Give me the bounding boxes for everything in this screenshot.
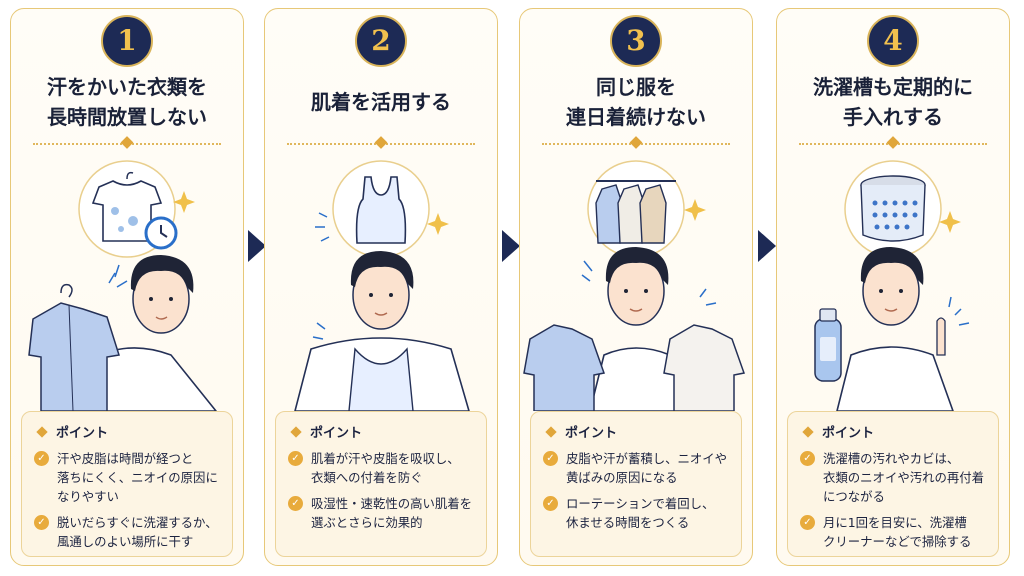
diamond-icon [36,425,48,438]
diamond-ornament [629,136,643,149]
step-title: 同じ服を 連日着続けない [520,69,752,135]
point-text: 脱いだらすぐに洗濯するか、 風通しのよい場所に干す [57,515,218,549]
diamond-icon [802,425,814,438]
washing-drum-icon [844,160,961,258]
diamond-ornament [886,136,900,149]
check-icon: ✓ [800,451,815,466]
point-text: 洗濯槽の汚れやカビは、 衣類のニオイや汚れの再付着 につながる [823,451,985,504]
next-arrow-icon [502,230,520,262]
person-figure [814,247,970,411]
point-text: 皮脂や汗が蓄積し、ニオイや 黄ばみの原因になる [566,451,728,485]
step-title: 汗をかいた衣類を 長時間放置しない [11,69,243,135]
point-heading: ポイント [543,422,729,441]
step-title-line: 手入れする [843,105,943,129]
step-title-line: 汗をかいた衣類を [47,75,207,99]
check-icon: ✓ [543,451,558,466]
diamond-ornament [374,136,388,149]
check-icon: ✓ [34,515,49,530]
step-title-line: 肌着を活用する [311,90,451,114]
step-number-badge: 3 [610,15,662,67]
point-item: ✓ ローテーションで着回し、 休ませる時間をつくる [543,494,729,532]
step-title-line: 連日着続けない [566,105,706,129]
shirt-with-clock-icon [78,160,195,258]
step-card-1: 1 汗をかいた衣類を 長時間放置しない [10,8,244,566]
step-number-badge: 2 [355,15,407,67]
point-heading: ポイント [34,422,220,441]
person-figure [523,247,745,411]
undershirt-icon [315,160,449,258]
point-label: ポイント [56,426,109,441]
person-figure [294,251,470,411]
step-illustration [523,160,745,411]
check-icon: ✓ [288,496,303,511]
check-icon: ✓ [34,451,49,466]
step-title: 洗濯槽も定期的に 手入れする [777,69,1009,135]
point-label: ポイント [310,426,363,441]
step-card-3: 3 同じ服を 連日着続けない ポイント [519,8,753,566]
point-text: 肌着が汗や皮脂を吸収し、 衣類への付着を防ぐ [311,451,460,485]
step-card-4: 4 洗濯槽も定期的に 手入れする [776,8,1010,566]
point-heading: ポイント [288,422,474,441]
point-text: ローテーションで着回し、 休ませる時間をつくる [566,496,715,530]
step-title: 肌着を活用する [265,69,497,135]
point-box: ポイント ✓ 肌着が汗や皮脂を吸収し、 衣類への付着を防ぐ ✓ 吸湿性・速乾性の… [275,411,487,557]
point-item: ✓ 洗濯槽の汚れやカビは、 衣類のニオイや汚れの再付着 につながる [800,449,986,506]
step-title-line: 洗濯槽も定期的に [813,75,973,99]
diamond-icon [290,425,302,438]
diamond-ornament [120,136,134,149]
point-heading: ポイント [800,422,986,441]
step-number-badge: 4 [867,15,919,67]
next-arrow-icon [758,230,776,262]
point-label: ポイント [822,426,875,441]
point-item: ✓ 月に1回を目安に、洗濯槽 クリーナーなどで掃除する [800,513,986,551]
point-item: ✓ 皮脂や汗が蓄積し、ニオイや 黄ばみの原因になる [543,449,729,487]
point-text: 汗や皮脂は時間が経つと 落ちにくく、ニオイの原因に なりやすい [57,451,218,504]
check-icon: ✓ [288,451,303,466]
point-box: ポイント ✓ 皮脂や汗が蓄積し、ニオイや 黄ばみの原因になる ✓ ローテーション… [530,411,742,557]
point-item: ✓ 汗や皮脂は時間が経つと 落ちにくく、ニオイの原因に なりやすい [34,449,220,506]
step-title-line: 長時間放置しない [47,105,207,129]
point-text: 吸湿性・速乾性の高い肌着を 選ぶとさらに効果的 [311,496,473,530]
point-item: ✓ 吸湿性・速乾性の高い肌着を 選ぶとさらに効果的 [288,494,474,532]
point-item: ✓ 脱いだらすぐに洗濯するか、 風通しのよい場所に干す [34,513,220,551]
clothes-rack-icon [587,160,706,258]
next-arrow-icon [248,230,266,262]
check-icon: ✓ [800,515,815,530]
step-illustration [28,160,218,411]
step-card-2: 2 肌着を活用する ポイント ✓ 肌着が汗や皮脂を吸収し、 衣類への付着を防 [264,8,498,566]
step-illustration [814,160,970,411]
person-figure [28,255,218,411]
check-icon: ✓ [543,496,558,511]
point-item: ✓ 肌着が汗や皮脂を吸収し、 衣類への付着を防ぐ [288,449,474,487]
point-box: ポイント ✓ 洗濯槽の汚れやカビは、 衣類のニオイや汚れの再付着 につながる ✓… [787,411,999,557]
point-text: 月に1回を目安に、洗濯槽 クリーナーなどで掃除する [823,515,972,549]
step-title-line: 同じ服を [596,75,676,99]
step-number-badge: 1 [101,15,153,67]
point-box: ポイント ✓ 汗や皮脂は時間が経つと 落ちにくく、ニオイの原因に なりやすい ✓… [21,411,233,557]
point-label: ポイント [565,426,618,441]
step-illustration [294,160,470,411]
diamond-icon [545,425,557,438]
